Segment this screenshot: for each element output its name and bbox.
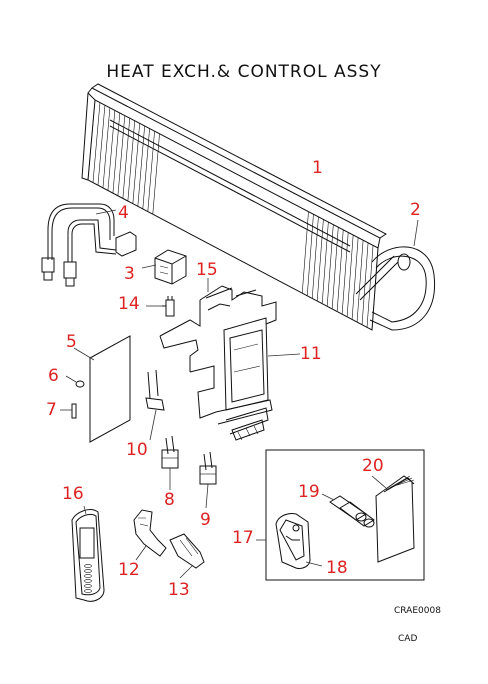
fin-line <box>92 102 101 183</box>
label-part-6: 6 <box>48 366 59 386</box>
remote-button <box>84 564 92 568</box>
fin-line <box>326 224 334 307</box>
fin-line <box>122 118 131 199</box>
fin-line <box>306 214 314 296</box>
remote-button <box>84 579 92 583</box>
label-part-14: 14 <box>118 294 140 314</box>
remote-button <box>84 589 92 593</box>
control-box-part-11 <box>159 278 301 441</box>
fin-line <box>366 245 374 328</box>
fin-line <box>152 133 160 215</box>
fin-line <box>117 115 126 196</box>
fin-line <box>331 227 339 309</box>
connector-part-9 <box>199 451 217 509</box>
kit-frame-part-17 <box>256 449 425 581</box>
fitting-part-13 <box>169 533 205 579</box>
label-part-5: 5 <box>66 332 77 352</box>
label-part-1: 1 <box>312 158 323 178</box>
label-part-20: 20 <box>362 456 384 476</box>
fin-line <box>87 99 96 181</box>
fin-line <box>371 247 379 331</box>
fin-line <box>142 128 150 209</box>
fin-line <box>112 112 121 194</box>
remote-button <box>84 584 92 588</box>
fin-line <box>102 107 111 188</box>
fin-line <box>356 240 364 323</box>
bracket-part-10 <box>145 369 165 441</box>
clip-part-14 <box>146 296 175 317</box>
pipe-bend-part-2 <box>355 219 436 331</box>
fin-line <box>127 120 136 202</box>
label-part-3: 3 <box>124 264 135 284</box>
fin-line <box>361 242 369 325</box>
fin-line <box>321 222 329 304</box>
label-part-2: 2 <box>410 200 421 220</box>
pin-part-7 <box>60 403 77 419</box>
label-part-13: 13 <box>168 580 190 600</box>
fin-line <box>97 105 106 186</box>
fin-line <box>346 234 354 317</box>
sensor-harness-part-4 <box>41 203 137 287</box>
fin-line <box>341 232 349 315</box>
label-part-8: 8 <box>164 490 175 510</box>
fin-line <box>107 110 116 191</box>
remote-controller-part-16 <box>71 505 105 602</box>
fin-line <box>336 229 344 312</box>
remote-button <box>84 569 92 573</box>
label-part-11: 11 <box>300 344 322 364</box>
page-title: HEAT EXCH.& CONTROL ASSY <box>106 62 382 82</box>
label-part-17: 17 <box>232 528 254 548</box>
fin-line <box>137 125 145 207</box>
fin-line <box>351 237 359 320</box>
bracket-part-12 <box>133 509 167 561</box>
label-part-19: 19 <box>298 482 320 502</box>
plate-part-5 <box>73 335 131 443</box>
batteries-part-19 <box>321 493 375 528</box>
label-part-7: 7 <box>46 400 57 420</box>
cad-label: CAD <box>398 634 418 644</box>
fin-line <box>132 123 140 204</box>
label-part-16: 16 <box>62 484 84 504</box>
drawing-code: CRAE0008 <box>394 606 441 616</box>
heat-exchanger-part-1 <box>81 83 387 331</box>
label-part-4: 4 <box>118 203 129 223</box>
manual-part-20 <box>371 475 415 563</box>
label-part-10: 10 <box>126 440 148 460</box>
label-part-18: 18 <box>326 558 348 578</box>
remote-button <box>84 574 92 578</box>
label-part-9: 9 <box>200 510 211 530</box>
fin-line <box>147 131 155 212</box>
ring-part-6 <box>65 375 85 388</box>
label-part-15: 15 <box>196 260 218 280</box>
fin-line <box>311 216 319 299</box>
holder-part-18 <box>275 513 323 569</box>
fin-line <box>316 219 324 302</box>
component-part-3 <box>141 249 187 285</box>
connector-part-8 <box>161 435 179 490</box>
label-part-12: 12 <box>118 560 140 580</box>
fin-line <box>301 211 309 294</box>
